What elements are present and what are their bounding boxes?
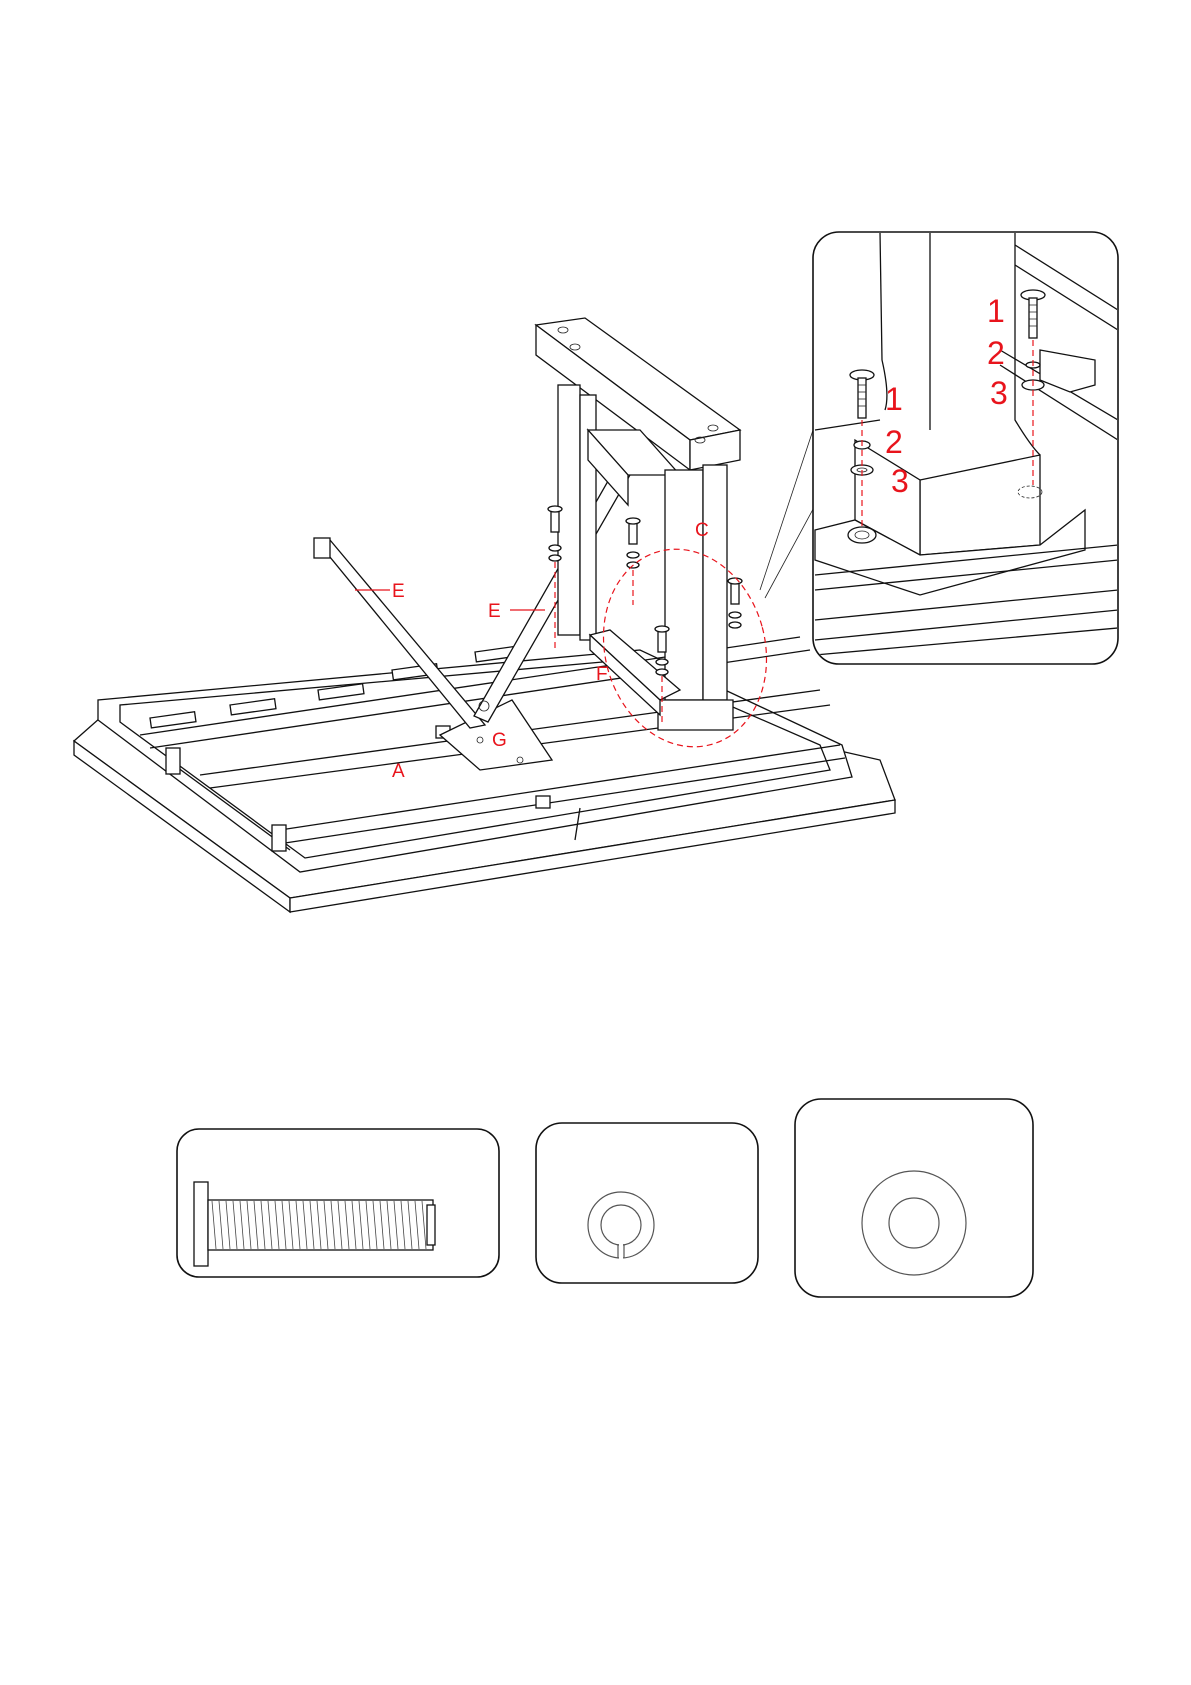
callout-left-2: 2 bbox=[885, 424, 903, 460]
label-F: F bbox=[596, 664, 608, 685]
hardware-panel-lock-washer bbox=[536, 1123, 758, 1283]
detail-callout: 1 2 3 1 2 3 bbox=[813, 232, 1118, 664]
label-C: C bbox=[695, 520, 709, 541]
callout-right-1: 1 bbox=[987, 293, 1005, 329]
label-A: A bbox=[392, 761, 405, 782]
label-G: G bbox=[492, 730, 507, 751]
callout-leader-2 bbox=[765, 500, 818, 598]
callout-left-1: 1 bbox=[885, 381, 903, 417]
hardware-panel-bolt bbox=[177, 1129, 499, 1277]
callout-leader bbox=[760, 415, 818, 590]
hardware-panel-flat-washer bbox=[795, 1099, 1033, 1297]
label-E-right: E bbox=[488, 601, 501, 622]
label-E-left: E bbox=[392, 581, 405, 602]
bolt-3 bbox=[728, 578, 742, 628]
callout-right-3: 3 bbox=[990, 375, 1008, 411]
callout-left-3: 3 bbox=[891, 463, 909, 499]
table-top-A bbox=[74, 637, 895, 912]
callout-right-2: 2 bbox=[987, 335, 1005, 371]
